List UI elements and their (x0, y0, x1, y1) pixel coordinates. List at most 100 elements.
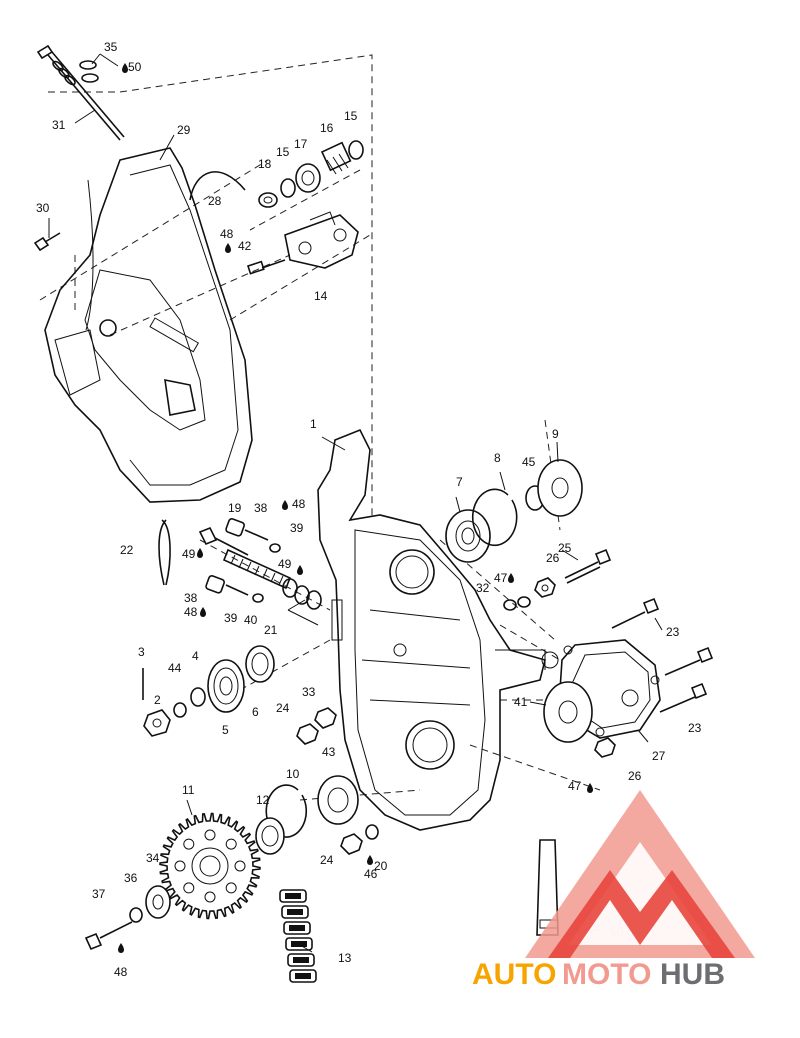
callout-label-41: 41 (514, 695, 528, 709)
part-29-chaincase-cover (44, 147, 253, 503)
callout-label-4: 4 (192, 649, 199, 663)
callout-label-16: 16 (320, 121, 334, 135)
part-38-spacer-b (205, 575, 249, 596)
part-adjuster-rod (222, 548, 292, 590)
part-26-nut-b (594, 737, 616, 758)
callout-label-27: 27 (652, 749, 666, 763)
callout-label-38b: 38 (184, 591, 198, 605)
callout-label-34: 34 (146, 851, 160, 865)
callout-label-29: 29 (177, 123, 191, 137)
part-4-washer (190, 687, 206, 707)
callout-label-24a: 24 (276, 701, 290, 715)
callout-label-39b: 39 (224, 611, 238, 625)
part-24-nut-b (340, 833, 363, 855)
callout-label-15a: 15 (276, 145, 290, 159)
callout-label-46: 46 (364, 867, 378, 881)
callout-label-13: 13 (338, 951, 352, 965)
callout-label-37: 37 (92, 887, 106, 901)
callout-label-15b: 15 (344, 109, 358, 123)
part-14-bracket (284, 211, 359, 269)
chain-link-inner (295, 973, 311, 979)
callout-label-45: 45 (522, 455, 536, 469)
callout-label-30: 30 (36, 201, 50, 215)
part-32-washers (503, 596, 531, 611)
part-21-rings (294, 585, 322, 610)
callout-label-22: 22 (120, 543, 134, 557)
part-1-chaincase-housing (317, 428, 559, 831)
callout-label-28: 28 (208, 194, 222, 208)
chain-link-inner (291, 941, 307, 947)
leader-lines (48, 53, 663, 953)
part-39-washer (269, 543, 281, 553)
part-16-needle-bearing (320, 141, 352, 175)
callout-label-48d: 48 (114, 965, 128, 979)
callout-label-7: 7 (456, 475, 463, 489)
callout-label-10: 10 (286, 767, 300, 781)
callout-label-1: 1 (310, 417, 317, 431)
part-26-nut (534, 577, 556, 598)
callout-label-36: 36 (124, 871, 138, 885)
callout-label-25: 25 (558, 541, 572, 555)
callout-label-39a: 39 (290, 521, 304, 535)
callout-label-26b: 26 (628, 769, 642, 783)
part-22-cotter-pin (158, 519, 171, 586)
callout-label-26a: 26 (546, 551, 560, 565)
callout-label-20: 20 (374, 859, 388, 873)
part-6-bushing (245, 645, 275, 683)
part-41-seal (543, 681, 593, 743)
callout-label-49b: 49 (278, 557, 292, 571)
callout-label-23b: 23 (688, 721, 702, 735)
part-11-sprocket (159, 812, 261, 920)
part-39-washer-b (252, 593, 264, 603)
callout-label-47a: 47 (494, 571, 508, 585)
part-13-chain (279, 889, 317, 983)
callout-label-12: 12 (256, 793, 270, 807)
part-2-castle-nut (143, 709, 171, 737)
callout-label-5: 5 (222, 723, 229, 737)
part-7-bearing (445, 509, 491, 563)
callout-label-42: 42 (238, 239, 252, 253)
part-34-spacer (145, 885, 171, 919)
oil-drop-icon (118, 63, 593, 953)
part-43-bearing (317, 775, 359, 825)
callout-label-2: 2 (154, 693, 161, 707)
callout-label-23a: 23 (666, 625, 680, 639)
part-31-dipstick (36, 44, 125, 141)
part-37-bolt (84, 921, 133, 951)
part-35-o-rings (79, 60, 99, 83)
callout-label-44: 44 (168, 661, 182, 675)
part-38-spacer (225, 518, 269, 541)
callout-label-19: 19 (228, 501, 242, 515)
part-18-bushing (258, 192, 278, 208)
part-25-bolt (564, 548, 612, 584)
chain-link-inner (293, 957, 309, 963)
sprocket-hole (204, 829, 216, 841)
part-44-washer (173, 702, 187, 718)
part-5-sprocket (207, 659, 245, 713)
part-24-nut (296, 723, 319, 745)
logo-text-moto: MOTO (562, 958, 651, 991)
callout-label-17: 17 (294, 137, 308, 151)
callout-label-48c: 48 (184, 605, 198, 619)
part-19-bolt (198, 526, 249, 556)
callout-label-49a: 49 (182, 547, 196, 561)
callout-label-24b: 24 (320, 853, 334, 867)
sprocket-hole (225, 882, 237, 894)
part-30-bolt (33, 232, 61, 252)
callout-label-3: 3 (138, 645, 145, 659)
chain-link-inner (285, 893, 301, 899)
callout-label-38a: 38 (254, 501, 268, 515)
callout-label-14: 14 (314, 289, 328, 303)
callout-label-21: 21 (264, 623, 278, 637)
part-9-cover-plate (537, 459, 583, 517)
part-12-bushing (255, 817, 285, 855)
callout-label-8: 8 (494, 451, 501, 465)
callout-label-31: 31 (52, 118, 66, 132)
alignment-lines (39, 54, 601, 801)
callout-label-6: 6 (252, 705, 259, 719)
chain-link-inner (287, 909, 303, 915)
part-36-washer (129, 907, 143, 923)
part-15-washer (280, 178, 296, 198)
logo-text-hub: HUB (660, 958, 725, 991)
callout-label-11: 11 (182, 783, 195, 797)
